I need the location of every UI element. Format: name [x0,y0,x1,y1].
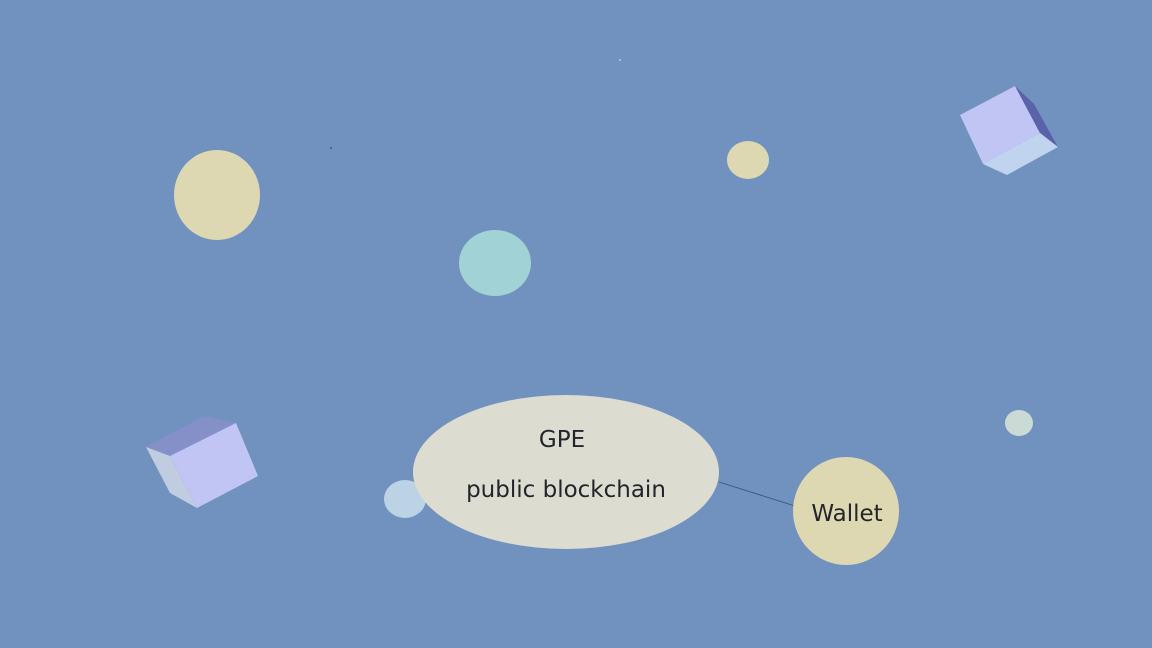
decorative-bubble-light-blue [384,480,426,518]
connector-line [718,481,796,507]
decorative-bubble-large-yellow [174,150,260,240]
decorative-bubble-small-yellow [727,141,769,179]
wallet-node-label: Wallet [811,501,882,527]
decorative-bubble-teal [459,230,531,296]
wallet-node[interactable]: Wallet [793,457,899,565]
cube-icon-bottom-left [146,416,258,508]
wallet-node-shape [793,457,899,565]
speck [330,147,332,149]
blockchain-node[interactable]: GPE public blockchain [413,395,719,549]
blockchain-node-shape [413,395,719,549]
cube-icon-top-right [960,86,1058,175]
speck [619,59,621,61]
decorative-bubble-mint [1005,410,1033,436]
blockchain-node-subtitle: public blockchain [466,477,666,503]
blockchain-node-title: GPE [539,427,585,453]
